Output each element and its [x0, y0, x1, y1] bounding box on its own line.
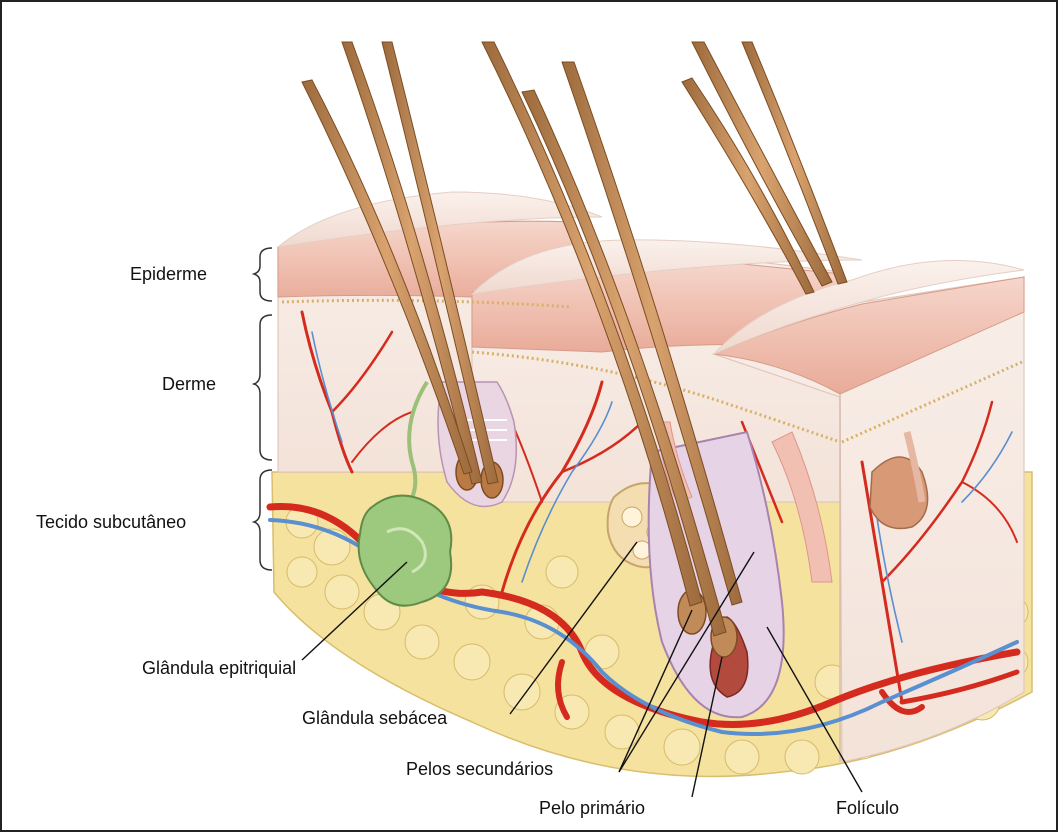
label-tecido-subcutaneo: Tecido subcutâneo — [36, 512, 186, 532]
label-epiderme: Epiderme — [130, 264, 207, 284]
label-pelo-primario: Pelo primário — [539, 798, 645, 818]
label-derme: Derme — [162, 374, 216, 394]
label-pelos-secundarios: Pelos secundários — [406, 759, 553, 779]
derme-brace — [254, 315, 272, 460]
epiderme-brace — [254, 248, 272, 301]
label-glandula-sebacea: Glândula sebácea — [302, 708, 447, 728]
label-foliculo: Folículo — [836, 798, 899, 818]
label-glandula-epitriquial: Glândula epitriquial — [142, 658, 296, 678]
